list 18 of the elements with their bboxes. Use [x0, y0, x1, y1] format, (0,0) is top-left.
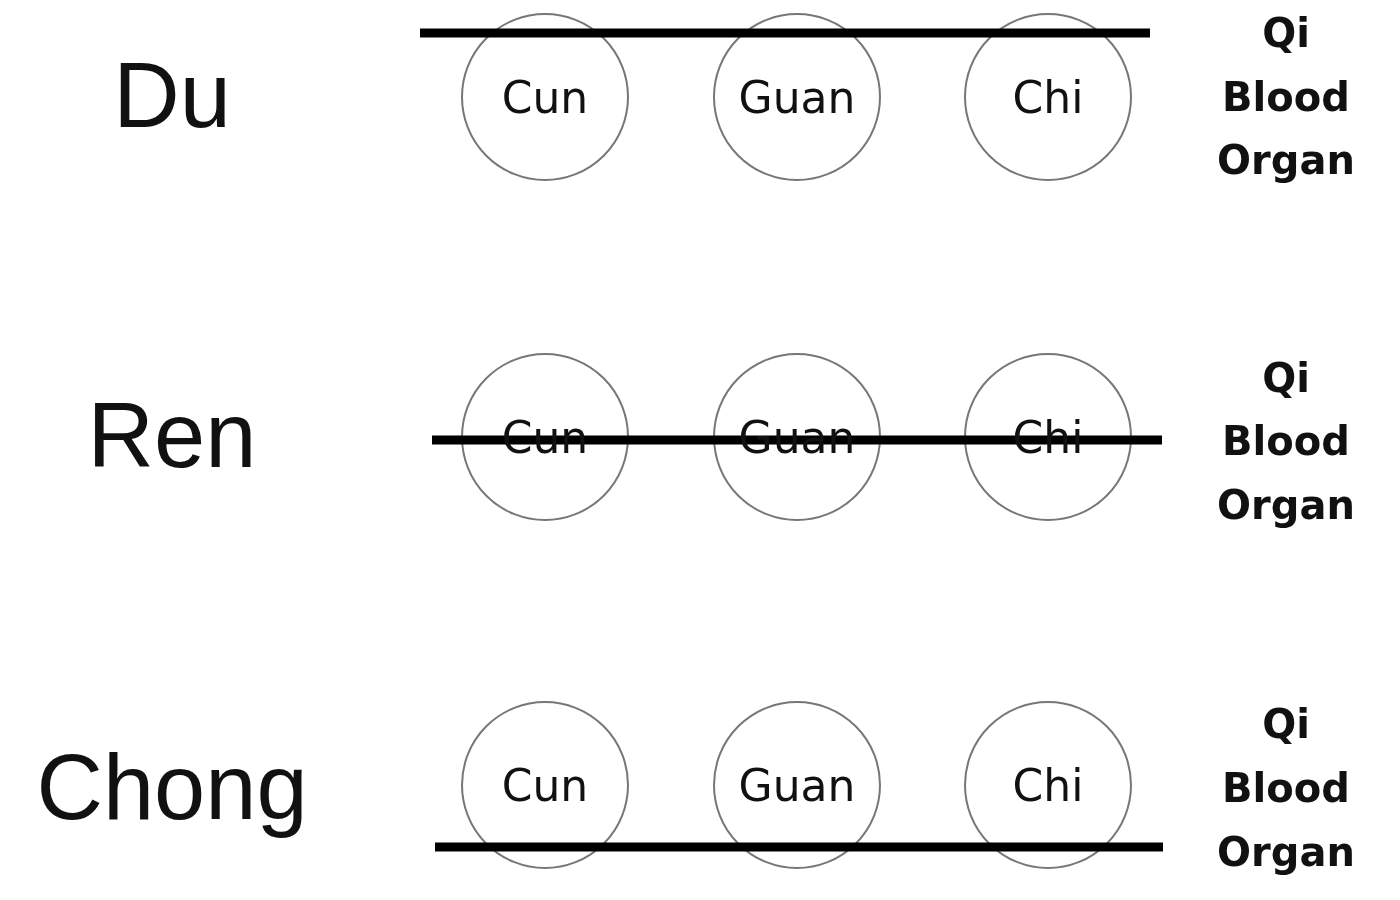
depth-label: Qi: [1262, 355, 1310, 401]
pulse-position-circle: Guan: [713, 701, 881, 869]
pulse-position-circle: Chi: [964, 701, 1132, 869]
channel-name: Chong: [36, 734, 308, 840]
channel-name: Du: [113, 42, 231, 148]
depth-label: Qi: [1262, 10, 1310, 56]
pulse-position-circle: Guan: [713, 13, 881, 181]
depth-label: Blood: [1222, 765, 1350, 811]
pulse-position-circle: Cun: [461, 701, 629, 869]
depth-label: Organ: [1217, 482, 1355, 528]
depth-label: Organ: [1217, 829, 1355, 875]
depth-label: Organ: [1217, 137, 1355, 183]
depth-label: Qi: [1262, 701, 1310, 747]
channel-name: Ren: [87, 382, 257, 488]
pulse-position-circle: Chi: [964, 13, 1132, 181]
depth-label: Blood: [1222, 74, 1350, 120]
depth-label: Blood: [1222, 418, 1350, 464]
pulse-position-circle: Cun: [461, 13, 629, 181]
